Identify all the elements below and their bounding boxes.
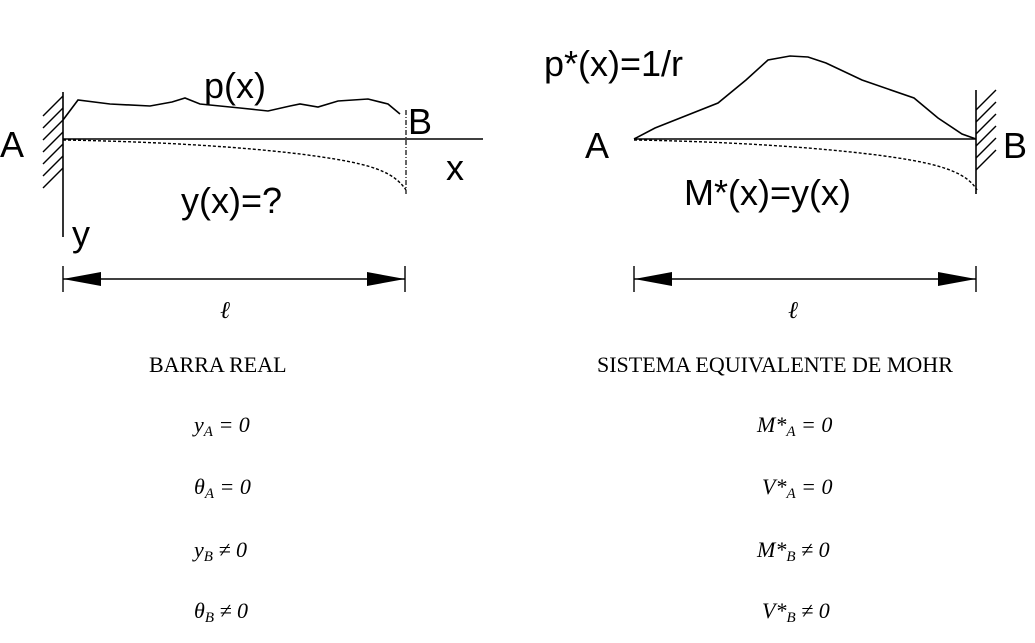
load-curve-p [62, 97, 401, 121]
moment-curve [633, 139, 978, 191]
label-B-left: B [408, 101, 432, 142]
label-A-right: A [585, 125, 609, 166]
condition-yB: yB ≠ 0 [194, 537, 248, 565]
label-span-left: ℓ [220, 298, 230, 324]
mohr-system-figure: A B p*(x)=1/r M*(x)=y(x) ℓ [544, 43, 1027, 324]
condition-thetaA: θA = 0 [194, 474, 251, 502]
condition-VstarB: V*B ≠ 0 [762, 598, 830, 626]
label-B-right: B [1003, 125, 1027, 166]
label-load-pstar: p*(x)=1/r [544, 43, 683, 84]
mohr-span-arrow-right [938, 272, 976, 286]
condition-thetaB: θB ≠ 0 [194, 598, 249, 626]
real-beam-figure: A B p(x) x y y(x)=? ℓ [0, 65, 483, 324]
condition-yA: yA = 0 [194, 412, 250, 440]
condition-MstarA: M*A = 0 [757, 412, 833, 440]
span-arrow-left [63, 272, 101, 286]
label-axis-y: y [72, 213, 90, 254]
title-mohr-system: SISTEMA EQUIVALENTE DE MOHR [597, 352, 953, 377]
label-load-p: p(x) [204, 65, 266, 106]
label-moment: M*(x)=y(x) [684, 172, 851, 213]
label-axis-x: x [446, 147, 464, 188]
mohr-span-arrow-left [634, 272, 672, 286]
load-curve-pstar [633, 55, 977, 140]
fixed-support-hatch-B [975, 89, 997, 171]
span-arrow-right [367, 272, 405, 286]
deflection-curve [62, 139, 407, 191]
label-deflection: y(x)=? [181, 180, 282, 221]
title-real-beam: BARRA REAL [149, 352, 287, 377]
label-A-left: A [0, 124, 24, 165]
label-span-right: ℓ [788, 298, 798, 324]
fixed-support-hatch-A [42, 95, 64, 189]
condition-VstarA: V*A = 0 [762, 474, 833, 502]
condition-MstarB: M*B ≠ 0 [757, 537, 830, 565]
